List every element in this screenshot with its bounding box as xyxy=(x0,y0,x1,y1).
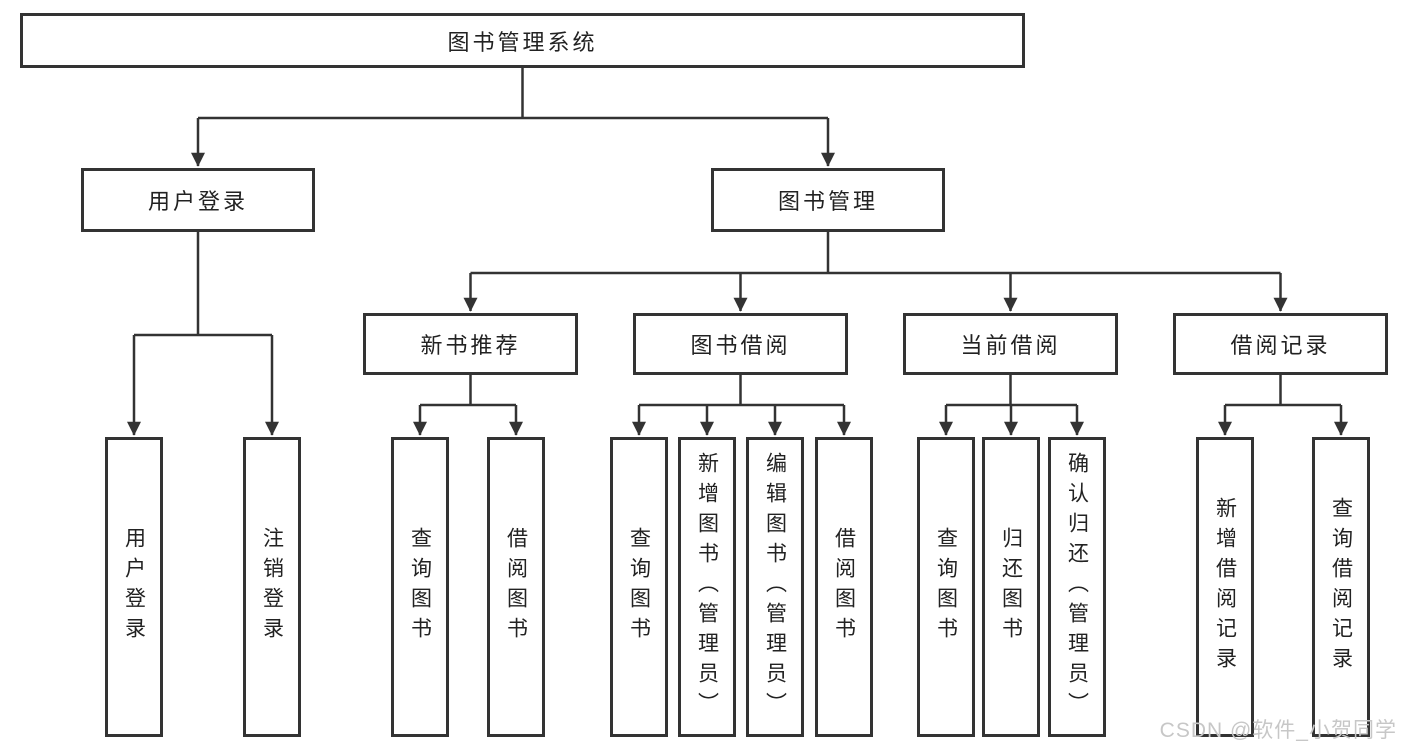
leaf-user-login: 用户登录 xyxy=(105,437,163,737)
node-user-login-label: 用户登录 xyxy=(147,189,248,214)
node-user-login: 用户登录 xyxy=(81,168,315,232)
leaf-br-query-record: 查询借阅记录 xyxy=(1312,437,1370,737)
leaf-cb-return-book: 归还图书 xyxy=(982,437,1040,737)
node-borrowing-records-label: 借阅记录 xyxy=(1230,333,1331,358)
node-book-management-label: 图书管理 xyxy=(777,189,878,214)
leaf-cb-query-book: 查询图书 xyxy=(917,437,975,737)
leaf-cb-confirm-return: 确认归还（管理员） xyxy=(1048,437,1106,737)
leaf-user-login-label: 用户登录 xyxy=(122,527,146,647)
leaf-bb-query-book: 查询图书 xyxy=(610,437,668,737)
node-book-management: 图书管理 xyxy=(711,168,945,232)
leaf-rec-query-book-label: 查询图书 xyxy=(408,527,432,647)
leaf-logout: 注销登录 xyxy=(243,437,301,737)
leaf-cb-return-book-label: 归还图书 xyxy=(999,527,1023,647)
leaf-cb-confirm-return-label: 确认归还（管理员） xyxy=(1065,452,1089,722)
node-book-borrowing: 图书借阅 xyxy=(633,313,848,375)
leaf-bb-edit-book: 编辑图书（管理员） xyxy=(746,437,804,737)
node-current-borrowing: 当前借阅 xyxy=(903,313,1118,375)
node-borrowing-records: 借阅记录 xyxy=(1173,313,1388,375)
leaf-logout-label: 注销登录 xyxy=(260,527,284,647)
leaf-bb-borrow-book-label: 借阅图书 xyxy=(832,527,856,647)
node-current-borrowing-label: 当前借阅 xyxy=(960,333,1061,358)
node-new-book-recommendation-label: 新书推荐 xyxy=(420,333,521,358)
leaf-cb-query-book-label: 查询图书 xyxy=(934,527,958,647)
leaf-rec-borrow-book: 借阅图书 xyxy=(487,437,545,737)
node-root: 图书管理系统 xyxy=(20,13,1025,68)
leaf-bb-add-book: 新增图书（管理员） xyxy=(678,437,736,737)
leaf-rec-query-book: 查询图书 xyxy=(391,437,449,737)
node-root-label: 图书管理系统 xyxy=(447,29,598,55)
leaf-bb-query-book-label: 查询图书 xyxy=(627,527,651,647)
leaf-br-query-record-label: 查询借阅记录 xyxy=(1329,497,1353,677)
csdn-watermark: CSDN @软件_小贺同学 xyxy=(1159,719,1397,742)
leaf-br-add-record-label: 新增借阅记录 xyxy=(1213,497,1237,677)
node-book-borrowing-label: 图书借阅 xyxy=(690,333,791,358)
leaf-rec-borrow-book-label: 借阅图书 xyxy=(504,527,528,647)
leaf-br-add-record: 新增借阅记录 xyxy=(1196,437,1254,737)
leaf-bb-borrow-book: 借阅图书 xyxy=(815,437,873,737)
leaf-bb-edit-book-label: 编辑图书（管理员） xyxy=(763,452,787,722)
leaf-bb-add-book-label: 新增图书（管理员） xyxy=(695,452,719,722)
node-new-book-recommendation: 新书推荐 xyxy=(363,313,578,375)
